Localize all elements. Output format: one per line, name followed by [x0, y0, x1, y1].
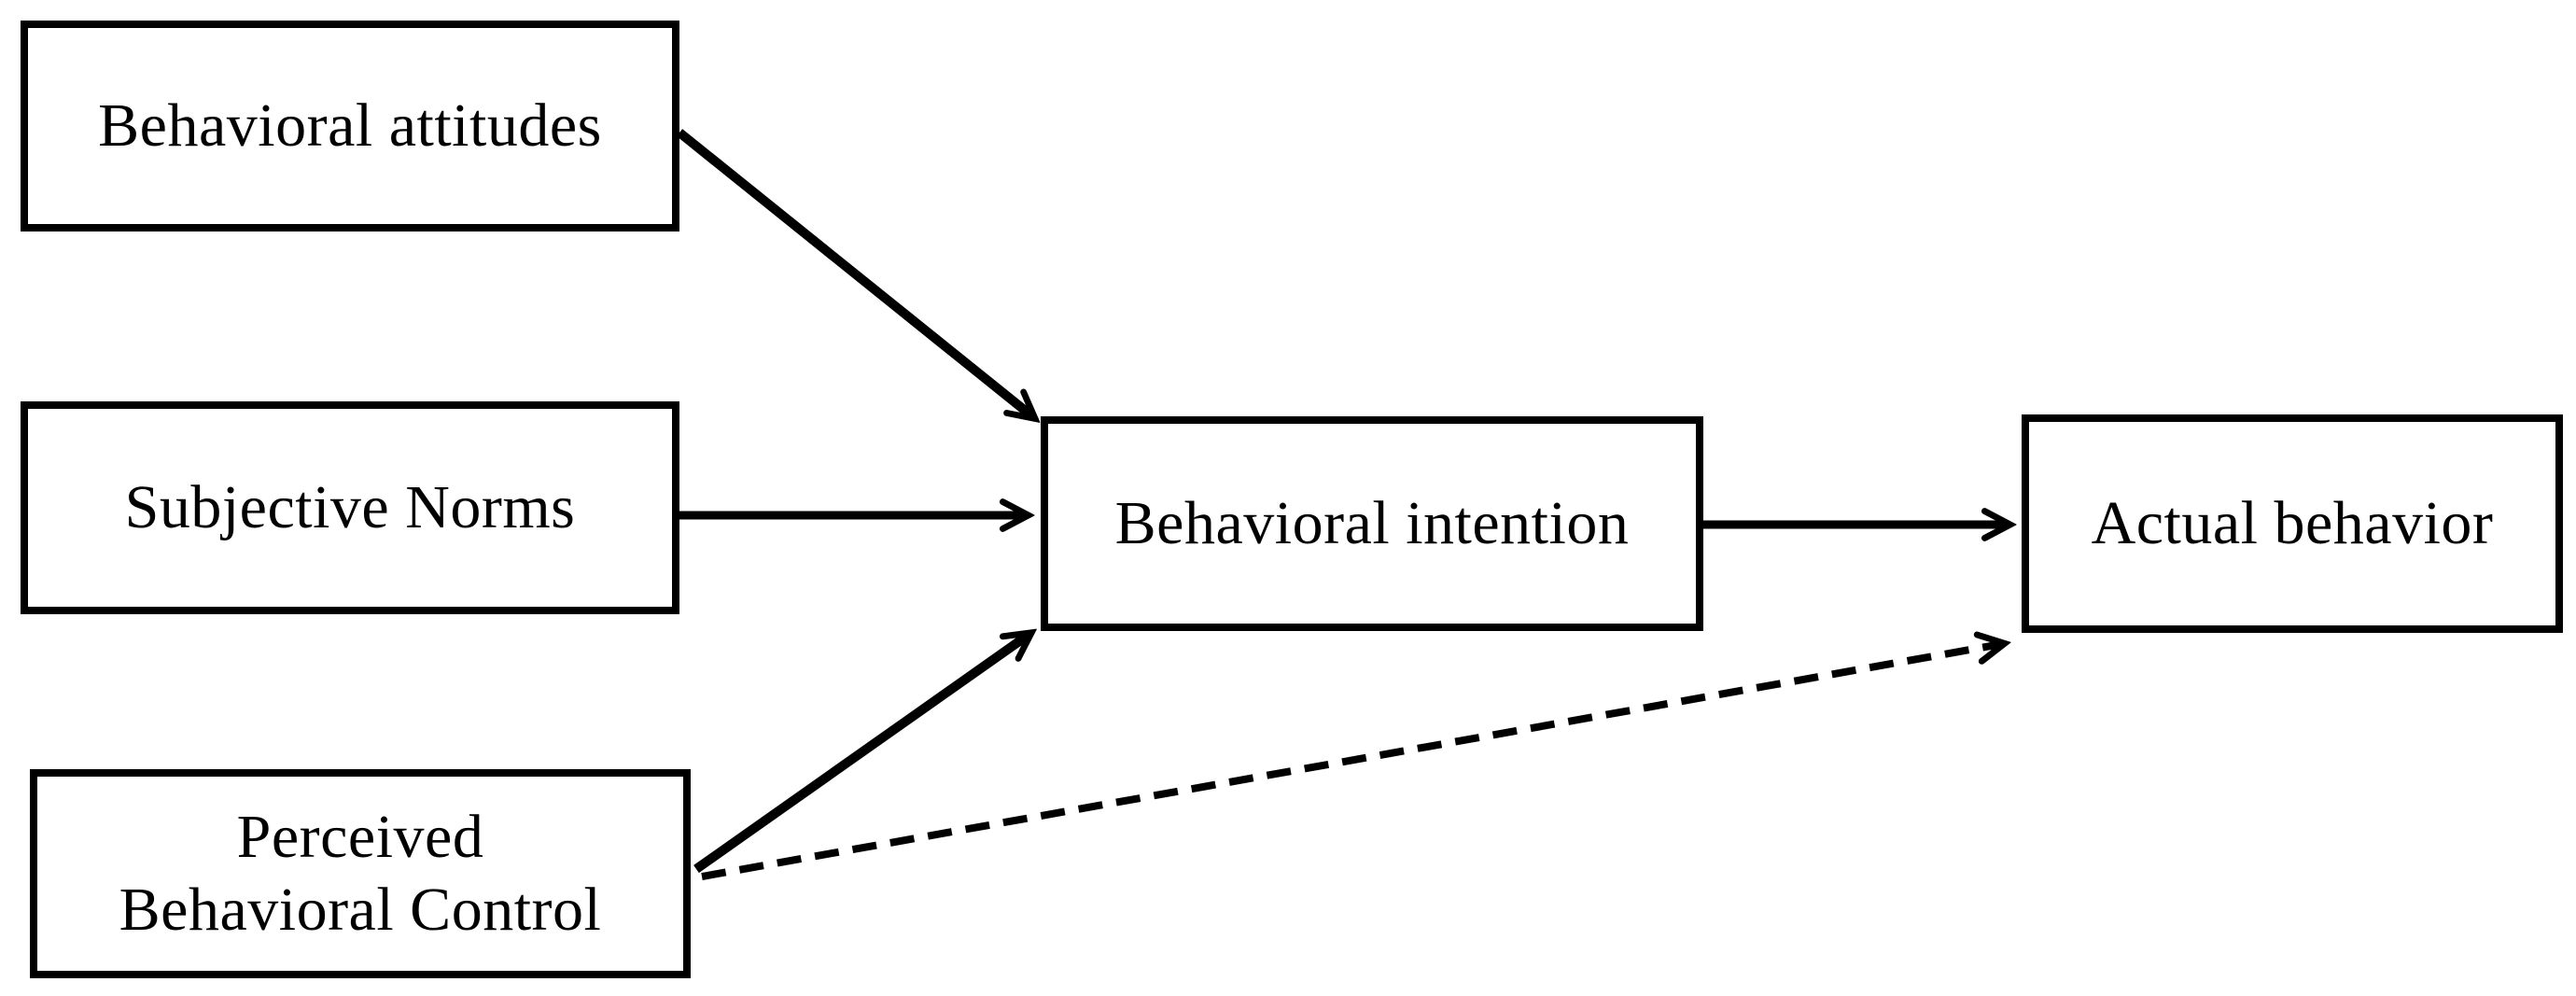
- node-behavioral-attitudes: Behavioral attitudes: [21, 21, 679, 231]
- node-label: Subjective Norms: [124, 473, 576, 542]
- node-actual-behavior: Actual behavior: [2022, 414, 2563, 633]
- edge-control-to-intention: [693, 635, 1029, 874]
- node-label-line-2: Behavioral Control: [119, 876, 602, 944]
- node-perceived-behavioral-control: Perceived Behavioral Control: [30, 769, 691, 978]
- node-label: Behavioral attitudes: [98, 91, 602, 161]
- edge-control-to-actual-behavior: [701, 644, 2001, 880]
- node-behavioral-intention: Behavioral intention: [1041, 416, 1703, 631]
- node-subjective-norms: Subjective Norms: [21, 401, 679, 614]
- node-label: Actual behavior: [2091, 489, 2494, 558]
- node-label-line-1: Perceived: [236, 803, 484, 872]
- node-label: Behavioral intention: [1114, 489, 1630, 558]
- edge-attitudes-to-intention: [676, 129, 1032, 416]
